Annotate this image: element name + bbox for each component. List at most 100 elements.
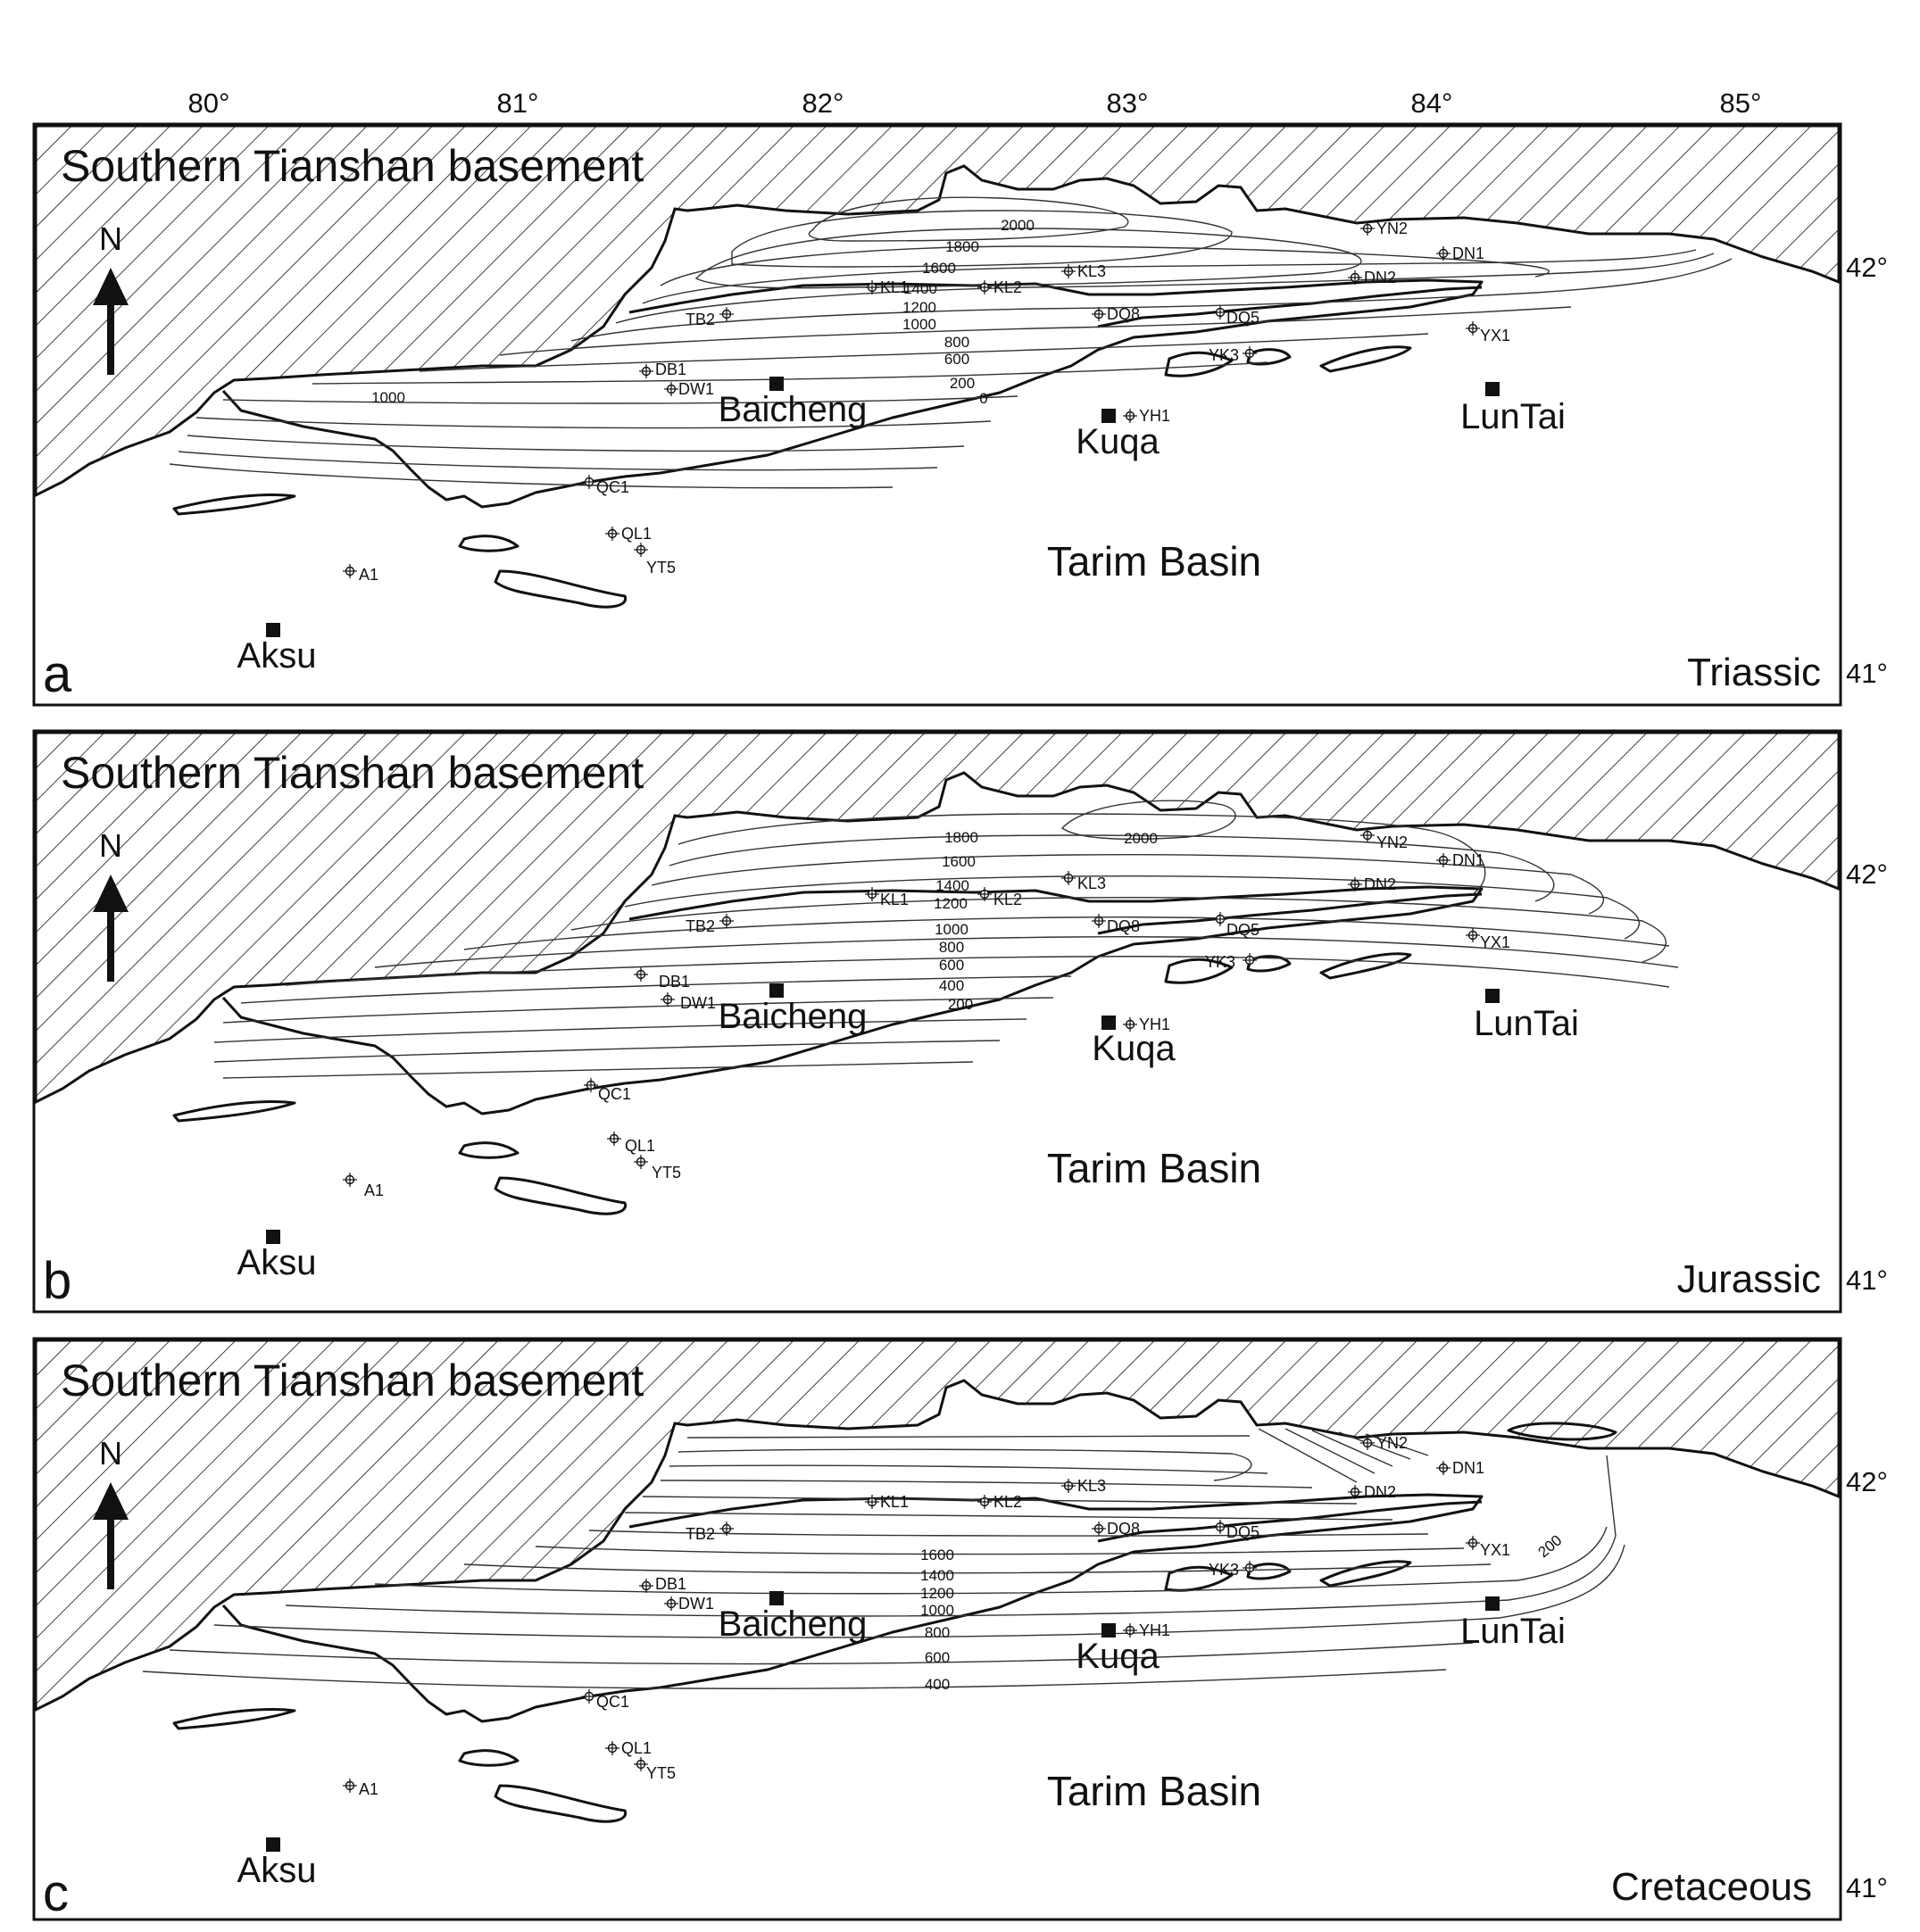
city-marker: [1485, 989, 1500, 1003]
well-label: DN2: [1364, 1483, 1396, 1501]
basin-label: Tarim Basin: [1047, 1768, 1261, 1814]
latitude-label-top: 42°: [1846, 252, 1888, 283]
well-label: DN1: [1452, 245, 1484, 262]
well-label: YT5: [652, 1164, 681, 1182]
basement-label: Southern Tianshan basement: [61, 141, 644, 191]
map-panel-c: 1600 1400 1200 1000 800 600 400 200 Sout…: [32, 1337, 1888, 1922]
well-label: A1: [359, 566, 378, 584]
well-label: QL1: [621, 1739, 652, 1757]
well-label: YN2: [1376, 220, 1408, 237]
well-label: DW1: [678, 1595, 714, 1613]
north-label: N: [99, 220, 122, 257]
contour-label: 1800: [945, 238, 979, 255]
well-label: YX1: [1480, 327, 1510, 344]
well-label: DN1: [1452, 851, 1484, 869]
north-label: N: [99, 827, 122, 864]
city-label: Kuqa: [1076, 1637, 1159, 1676]
well-label: DB1: [655, 361, 686, 378]
contour-labels: 2000 1800 1600 1400 1200 1000 800 600 40…: [934, 829, 1158, 1013]
contour-label: 200: [950, 375, 975, 392]
well-label: DN1: [1452, 1459, 1484, 1477]
well-label: KL1: [880, 891, 909, 908]
city-marker: [1101, 1623, 1116, 1638]
well-label: KL1: [880, 278, 909, 296]
contour-lines: [142, 1428, 1625, 1689]
well-label: YH1: [1139, 1016, 1170, 1033]
basin-outlines: [172, 885, 1484, 1215]
well-label: KL3: [1077, 262, 1106, 280]
cities: Baicheng Kuqa LunTai Aksu: [237, 983, 1579, 1282]
basement-label: Southern Tianshan basement: [61, 748, 644, 798]
well-label: DN2: [1364, 875, 1396, 893]
city-label: Aksu: [237, 1243, 317, 1282]
basin-label: Tarim Basin: [1047, 538, 1261, 585]
map-panel-b: 2000 1800 1600 1400 1200 1000 800 600 40…: [32, 729, 1888, 1314]
contour-label: 1600: [920, 1546, 954, 1563]
city-label: LunTai: [1460, 1612, 1566, 1651]
well-label: DW1: [680, 994, 716, 1012]
contour-label: 1600: [942, 853, 976, 870]
city-label: Baicheng: [719, 997, 868, 1036]
contour-label: 1800: [944, 829, 978, 846]
period-label: Triassic: [1687, 651, 1821, 694]
city-marker: [266, 623, 280, 637]
contour-label: 1000: [902, 316, 936, 333]
well-label: TB2: [686, 1525, 715, 1543]
city-label: Kuqa: [1092, 1029, 1176, 1068]
panel-letter: b: [43, 1252, 71, 1310]
well-label: YT5: [646, 1764, 676, 1782]
well-label: QC1: [596, 478, 629, 496]
well-label: QL1: [621, 525, 652, 543]
city-marker: [1485, 382, 1500, 396]
well-label: KL3: [1077, 875, 1106, 892]
contour-lines: [213, 800, 1679, 1079]
well-label: KL3: [1077, 1477, 1106, 1495]
period-label: Jurassic: [1677, 1257, 1821, 1301]
contour-label: 800: [925, 1624, 950, 1641]
contour-label: 1400: [903, 280, 937, 297]
contour-label: 800: [939, 939, 964, 956]
period-label: Cretaceous: [1611, 1865, 1812, 1909]
contour-lines: [169, 196, 1733, 489]
contour-label: 2000: [1124, 830, 1158, 847]
contour-label: 200: [948, 996, 973, 1013]
basin-outlines: [172, 1422, 1617, 1823]
city-label: Aksu: [237, 636, 317, 676]
contour-label: 1200: [934, 895, 968, 912]
well-label: KL2: [993, 278, 1022, 296]
city-label: Kuqa: [1076, 422, 1159, 461]
well-label: YX1: [1480, 933, 1510, 951]
well-label: A1: [359, 1780, 378, 1798]
city-label: LunTai: [1474, 1004, 1579, 1043]
wells: YN2 DN1 DN2 KL1 KL2 KL3 TB2 DQ8 DQ5 YK3 …: [343, 828, 1510, 1199]
city-marker: [769, 1591, 784, 1605]
city-marker: [769, 377, 784, 391]
well-label: KL1: [880, 1493, 909, 1511]
cities: Baicheng Kuqa LunTai Aksu: [237, 1591, 1566, 1890]
well-label: YH1: [1139, 407, 1170, 425]
contour-label: 1000: [935, 921, 968, 938]
well-label: YK3: [1205, 953, 1235, 971]
well-label: YN2: [1376, 833, 1408, 851]
contour-label: 400: [925, 1676, 950, 1693]
well-label: TB2: [686, 917, 715, 935]
city-label: Aksu: [237, 1851, 317, 1890]
contour-label: 1400: [935, 877, 969, 894]
contour-label: 600: [939, 957, 964, 974]
city-marker: [266, 1837, 280, 1852]
well-label: DW1: [678, 380, 714, 398]
well-label: DB1: [655, 1575, 686, 1593]
well-label: QC1: [596, 1693, 629, 1711]
well-label: DQ8: [1107, 1520, 1140, 1538]
north-arrow: N: [93, 1435, 129, 1589]
well-label: DQ5: [1226, 1523, 1259, 1541]
contour-label: 1200: [920, 1585, 954, 1602]
well-label: YX1: [1480, 1541, 1510, 1559]
longitude-label: 85°: [1720, 87, 1762, 119]
latitude-label-bottom: 41°: [1846, 1872, 1888, 1903]
well-label: DQ5: [1226, 309, 1259, 327]
basement-area: [34, 1339, 1841, 1712]
contour-label: 2000: [1001, 217, 1035, 234]
well-label: DQ8: [1107, 305, 1140, 323]
longitude-label: 82°: [802, 87, 844, 119]
